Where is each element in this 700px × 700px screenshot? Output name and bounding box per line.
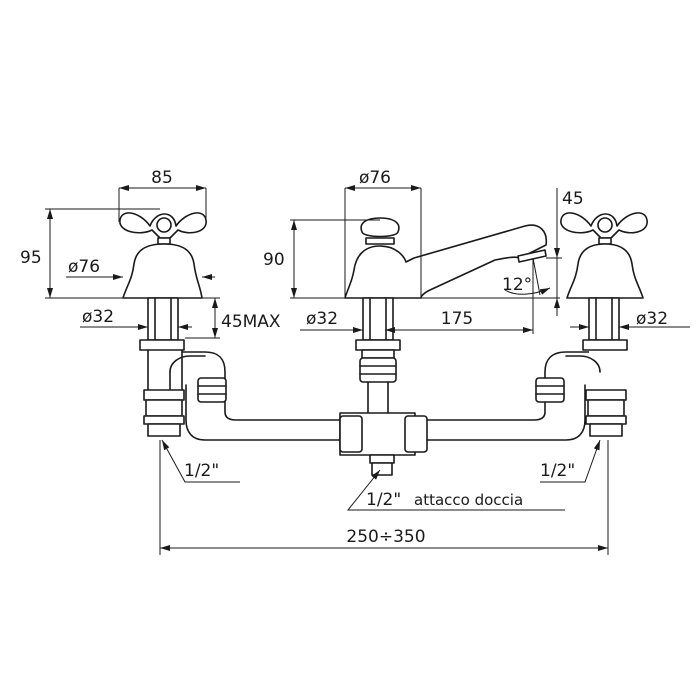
right-thread-label: 1/2" xyxy=(540,461,575,481)
left-tap-width-label: 85 xyxy=(151,168,173,188)
max-thickness-label: 45MAX xyxy=(221,312,281,332)
right-tap xyxy=(426,212,648,441)
spout-height-label: 90 xyxy=(263,250,285,270)
shower-outlet-label: attacco doccia xyxy=(414,491,523,509)
left-tap xyxy=(119,212,341,441)
dimension-lines xyxy=(45,185,690,555)
spout-stem-diameter-label: ø32 xyxy=(306,309,338,329)
center-distance-label: 250÷350 xyxy=(346,527,425,547)
spout-body xyxy=(339,217,548,476)
spout-reach-label: 175 xyxy=(441,309,473,329)
left-tap-stem-diameter-label: ø32 xyxy=(82,307,114,327)
left-tap-height-label: 95 xyxy=(20,248,42,268)
spout-angle-label: 12° xyxy=(502,275,532,295)
left-tap-bell-diameter-label: ø76 xyxy=(68,257,100,277)
left-thread-label: 1/2" xyxy=(184,461,219,481)
right-tap-stem-diameter-label: ø32 xyxy=(636,309,668,329)
shower-thread-label: 1/2" xyxy=(366,490,401,510)
spout-bell-diameter-label: ø76 xyxy=(359,168,391,188)
outlet-drop-label: 45 xyxy=(562,189,584,209)
